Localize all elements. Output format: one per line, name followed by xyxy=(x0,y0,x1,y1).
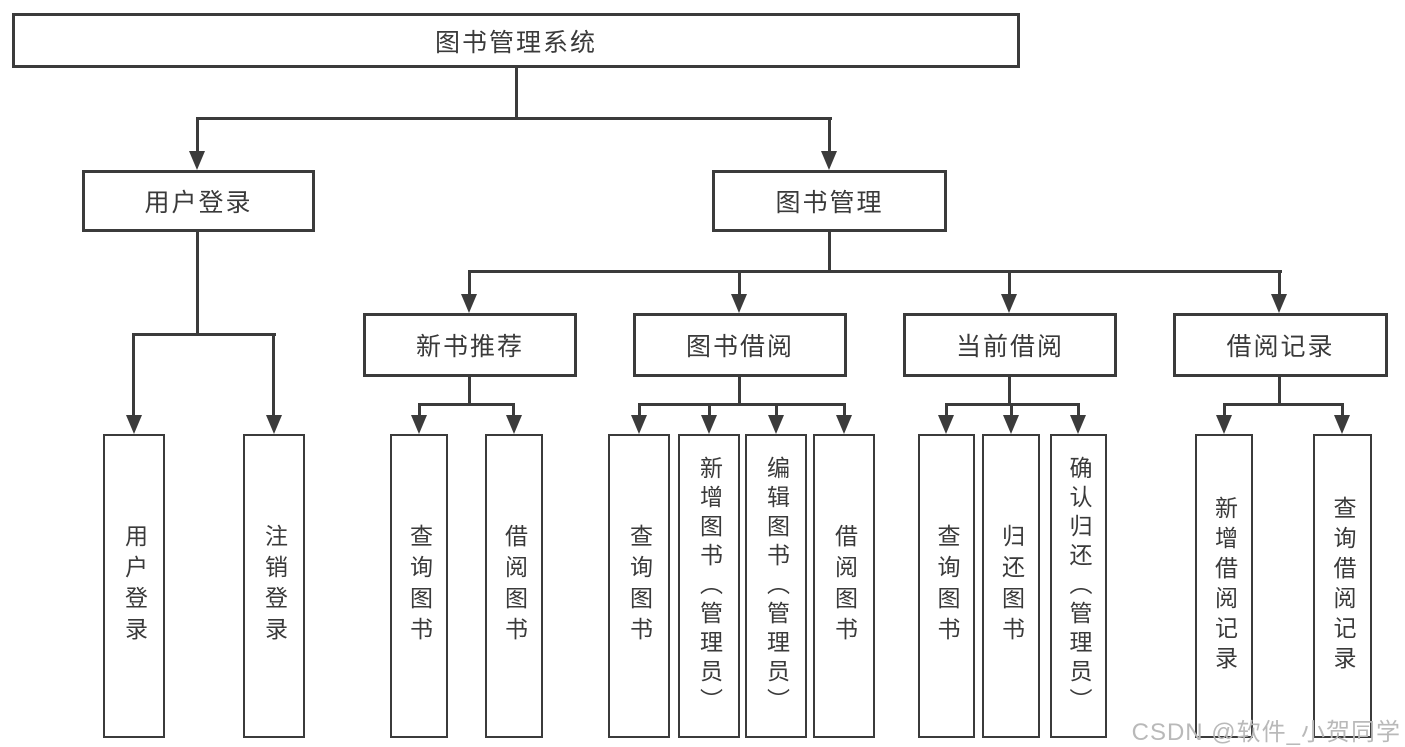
connector-line xyxy=(468,377,471,406)
arrow-down-icon xyxy=(701,415,717,434)
connector-line xyxy=(1008,270,1011,296)
connector-line xyxy=(738,377,741,406)
connector-line xyxy=(828,232,831,273)
connector-line xyxy=(638,403,641,417)
arrow-down-icon xyxy=(411,415,427,434)
node-library-management-system: 图书管理系统 xyxy=(12,13,1020,68)
arrow-down-icon xyxy=(731,294,747,313)
node-borrowing-records: 借阅记录 xyxy=(1173,313,1388,377)
connector-line xyxy=(1008,377,1011,406)
connector-line xyxy=(1341,403,1344,417)
connector-line xyxy=(515,68,518,120)
leaf-return-books: 归还图书 xyxy=(982,434,1040,738)
connector-line xyxy=(638,403,845,406)
connector-line xyxy=(418,403,421,417)
connector-line xyxy=(775,403,778,417)
connector-line xyxy=(468,270,1282,273)
arrow-down-icon xyxy=(189,151,205,170)
leaf-add-books-admin: 新增图书（管理员） xyxy=(678,434,740,738)
connector-line xyxy=(738,270,741,296)
arrow-down-icon xyxy=(768,415,784,434)
connector-line xyxy=(132,333,135,416)
connector-line xyxy=(196,117,199,153)
connector-line xyxy=(1223,403,1344,406)
connector-line xyxy=(272,333,275,416)
connector-line xyxy=(468,270,471,296)
connector-line xyxy=(1077,403,1080,417)
arrow-down-icon xyxy=(1271,294,1287,313)
connector-line xyxy=(418,403,515,406)
leaf-add-borrow-record: 新增借阅记录 xyxy=(1195,434,1253,738)
leaf-borrowing-query-books: 查询图书 xyxy=(608,434,670,738)
node-current-borrowing: 当前借阅 xyxy=(903,313,1117,377)
connector-line xyxy=(843,403,846,417)
leaf-user-login: 用户登录 xyxy=(103,434,165,738)
arrow-down-icon xyxy=(1070,415,1086,434)
leaf-current-query-books: 查询图书 xyxy=(918,434,975,738)
leaf-newbook-query-books: 查询图书 xyxy=(390,434,448,738)
connector-line xyxy=(1223,403,1226,417)
leaf-newbook-borrow-books: 借阅图书 xyxy=(485,434,543,738)
connector-line xyxy=(708,403,711,417)
arrow-down-icon xyxy=(461,294,477,313)
arrow-down-icon xyxy=(1216,415,1232,434)
arrow-down-icon xyxy=(836,415,852,434)
leaf-borrowing-borrow-books: 借阅图书 xyxy=(813,434,875,738)
arrow-down-icon xyxy=(1334,415,1350,434)
arrow-down-icon xyxy=(506,415,522,434)
connector-line xyxy=(1278,270,1281,296)
arrow-down-icon xyxy=(1001,294,1017,313)
leaf-edit-books-admin: 编辑图书（管理员） xyxy=(745,434,807,738)
leaf-confirm-return-admin: 确认归还（管理员） xyxy=(1050,434,1107,738)
connector-line xyxy=(1278,377,1281,406)
node-book-borrowing: 图书借阅 xyxy=(633,313,847,377)
connector-line xyxy=(828,117,831,153)
arrow-down-icon xyxy=(266,415,282,434)
csdn-watermark: CSDN @软件_小贺同学 xyxy=(1131,719,1401,746)
connector-line xyxy=(196,117,832,120)
arrow-down-icon xyxy=(821,151,837,170)
node-new-book-recommend: 新书推荐 xyxy=(363,313,577,377)
connector-line xyxy=(512,403,515,417)
arrow-down-icon xyxy=(938,415,954,434)
node-user-login: 用户登录 xyxy=(82,170,315,232)
connector-line xyxy=(945,403,948,417)
connector-line xyxy=(1010,403,1013,417)
arrow-down-icon xyxy=(1003,415,1019,434)
arrow-down-icon xyxy=(631,415,647,434)
connector-line xyxy=(132,333,276,336)
arrow-down-icon xyxy=(126,415,142,434)
leaf-query-borrow-record: 查询借阅记录 xyxy=(1313,434,1372,738)
node-book-management: 图书管理 xyxy=(712,170,947,232)
leaf-logout: 注销登录 xyxy=(243,434,305,738)
connector-line xyxy=(196,232,199,336)
